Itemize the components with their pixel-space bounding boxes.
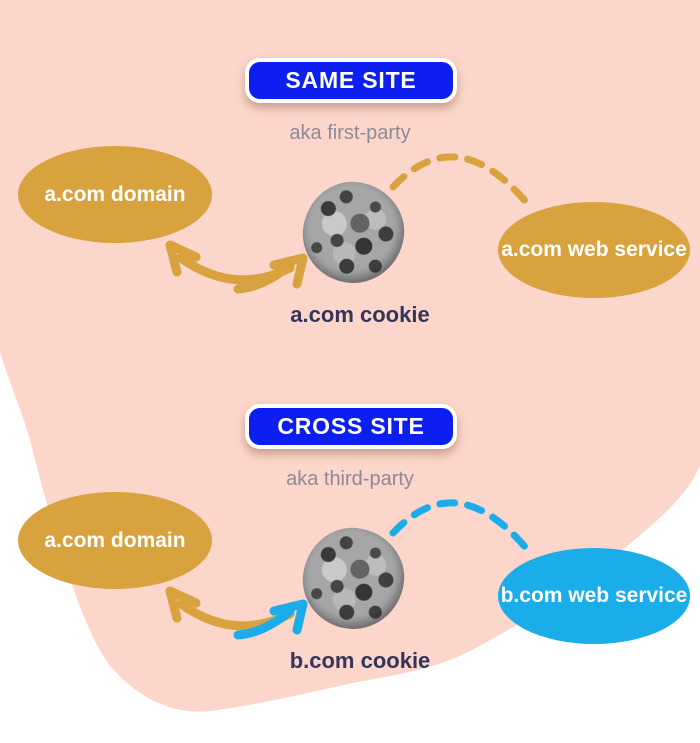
cookie-label: b.com cookie xyxy=(289,648,431,673)
arrowhead-to-cookie xyxy=(269,599,308,635)
same-site-badge: SAME SITE xyxy=(245,58,457,103)
transfer-arrow-shaft xyxy=(176,599,295,631)
dashed-arc-cookie-to-service xyxy=(389,153,530,206)
arrowhead-to-cookie xyxy=(269,253,308,289)
service-ellipse: b.com web service xyxy=(498,548,690,644)
cookie-image xyxy=(296,521,411,636)
cookie-image xyxy=(296,175,411,290)
transfer-arrow-shaft-overlay xyxy=(233,606,295,640)
arrowhead-to-domain xyxy=(165,586,201,623)
arrowhead-to-domain xyxy=(165,240,201,277)
transfer-arrow-shaft-overlay xyxy=(233,260,295,294)
same-site-subtitle: aka first-party xyxy=(289,122,411,144)
cross-site-badge: CROSS SITE xyxy=(245,404,457,449)
domain-ellipse: a.com domain xyxy=(18,146,212,243)
cross-site-subtitle: aka third-party xyxy=(286,468,414,490)
domain-ellipse: a.com domain xyxy=(18,492,212,589)
service-ellipse: a.com web service xyxy=(498,202,690,298)
cookie-label: a.com cookie xyxy=(290,302,430,327)
section-same-site: SAME SITE aka first-party a.com domain a… xyxy=(0,0,700,346)
dashed-arc-cookie-to-service xyxy=(389,499,530,552)
transfer-arrow-shaft xyxy=(176,253,295,285)
section-cross-site: CROSS SITE aka third-party a.com domain … xyxy=(0,346,700,692)
